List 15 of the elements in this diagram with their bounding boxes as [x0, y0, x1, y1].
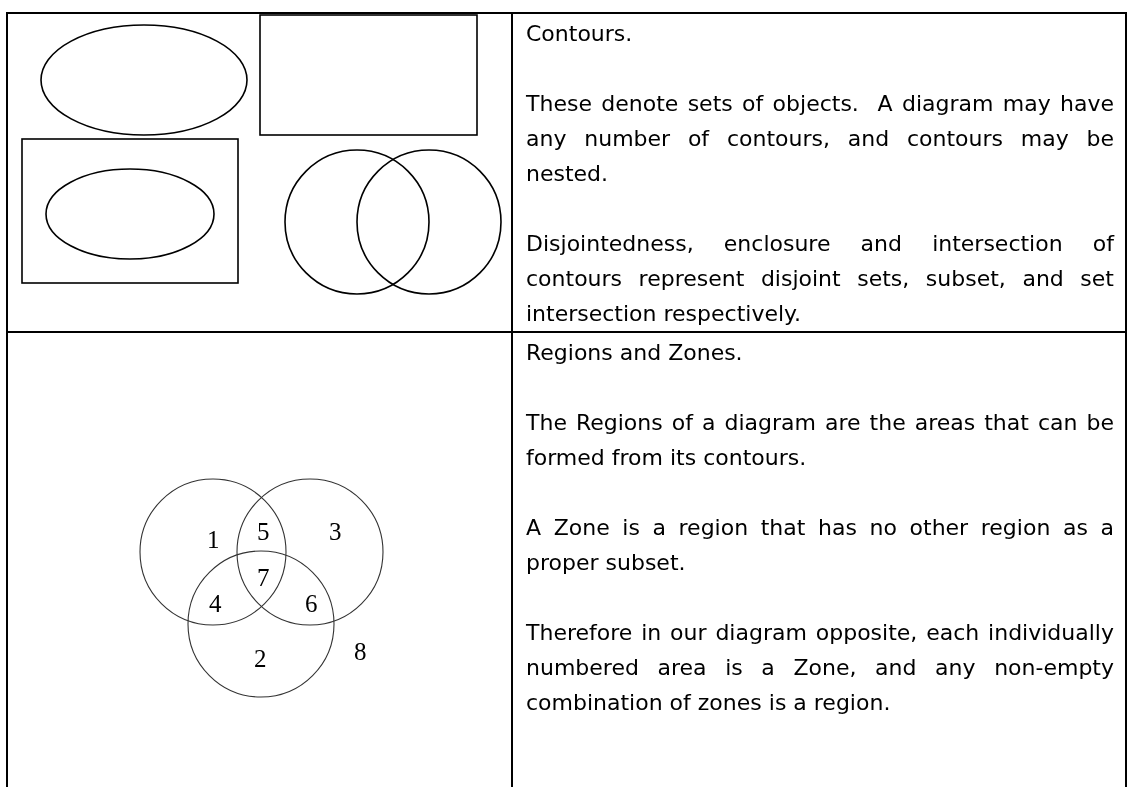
region-number: 1	[207, 527, 220, 553]
paragraph: A Zone is a region that has no other region as a proper subset.	[526, 514, 1114, 577]
paragraph: Contours.	[526, 20, 634, 48]
region-number: 2	[254, 646, 267, 672]
paragraph: Therefore in our diagram opposite, each individually numbered area is a Zone, and any non-empty combination of zones is a region.	[526, 619, 1114, 717]
paragraph: The Regions of a diagram are the areas that can be formed from its contours.	[526, 409, 1114, 472]
region-number: 6	[305, 591, 318, 617]
paragraph: Disjointedness, enclosure and intersection of contours represent disjoint sets, subset, and set intersection respectively.	[526, 230, 1114, 328]
paragraph: These denote sets of objects. A diagram may have any number of contours, and contours may be nested.	[526, 90, 1114, 188]
region-number: 4	[209, 591, 222, 617]
region-number: 3	[329, 519, 342, 545]
region-number: 7	[257, 565, 270, 591]
region-number: 5	[257, 519, 270, 545]
region-number: 8	[354, 639, 367, 665]
paragraph: Regions and Zones.	[526, 339, 744, 367]
